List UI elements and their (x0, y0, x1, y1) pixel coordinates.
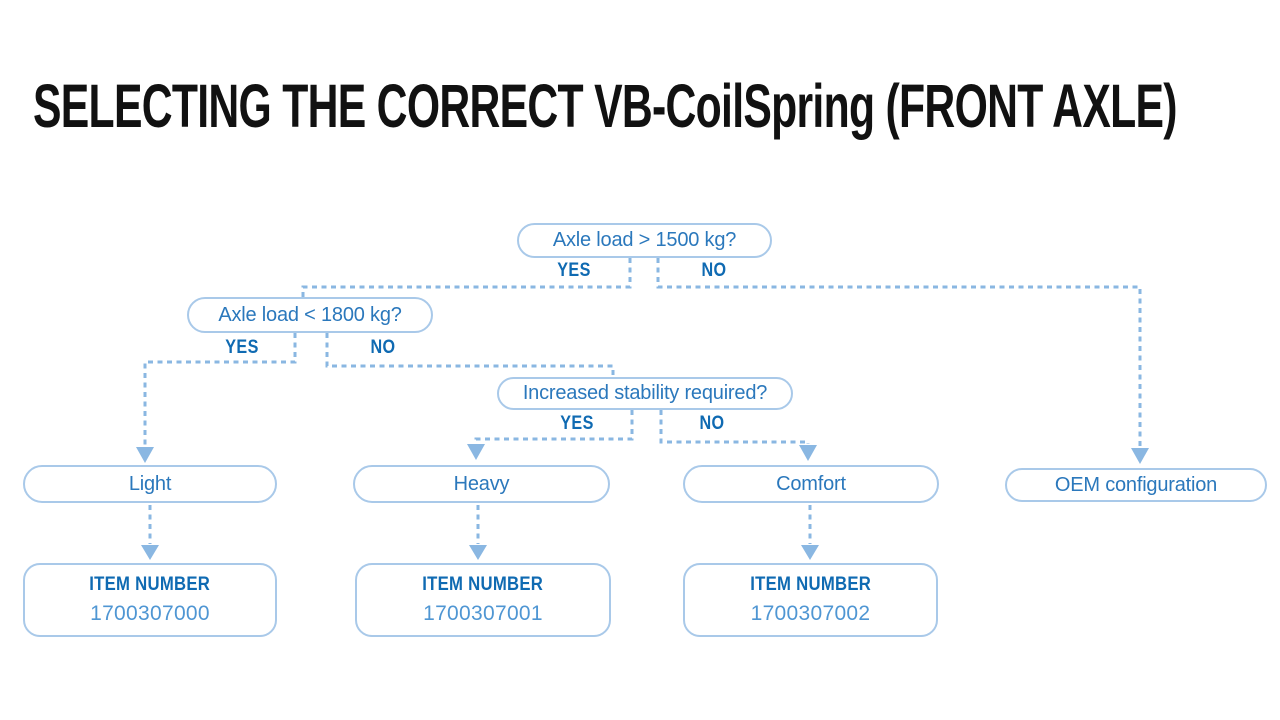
decision-axle-load-1800: Axle load < 1800 kg? (187, 297, 433, 333)
outcome-heavy: Heavy (353, 465, 610, 503)
arrow-down-icon (469, 545, 487, 560)
branch-label-yes: YES (560, 413, 594, 434)
item-number-card: ITEM NUMBER 1700307000 (23, 563, 277, 637)
connector-stability-no (659, 410, 810, 444)
item-number-value: 1700307000 (90, 602, 210, 625)
item-number-card: ITEM NUMBER 1700307002 (683, 563, 938, 637)
arrow-down-icon (801, 545, 819, 560)
arrow-down-icon (799, 445, 817, 461)
arrow-down-icon (141, 545, 159, 560)
item-number-heading: ITEM NUMBER (89, 574, 211, 595)
arrow-down-icon (136, 447, 154, 463)
item-number-heading: ITEM NUMBER (750, 574, 871, 595)
branch-label-no: NO (699, 413, 725, 434)
branch-label-no: NO (370, 337, 396, 358)
branch-label-yes: YES (225, 337, 259, 358)
page-title: SELECTING THE CORRECT VB-CoilSpring (FRO… (33, 72, 1177, 140)
branch-label-no: NO (701, 260, 727, 281)
connector-q1500-yes (301, 258, 632, 297)
connector-q1800-no (325, 333, 615, 377)
item-number-value: 1700307001 (423, 602, 543, 625)
decision-increased-stability: Increased stability required? (497, 377, 793, 410)
item-number-heading: ITEM NUMBER (422, 574, 544, 595)
connector-q1500-no (656, 258, 1142, 448)
branch-label-yes: YES (557, 260, 591, 281)
decision-axle-load-1500: Axle load > 1500 kg? (517, 223, 772, 258)
item-number-card: ITEM NUMBER 1700307001 (355, 563, 611, 637)
outcome-oem-configuration: OEM configuration (1005, 468, 1267, 502)
connector-stability-yes (474, 410, 634, 443)
arrow-down-icon (467, 444, 485, 460)
outcome-light: Light (23, 465, 277, 503)
connector-q1800-yes (143, 333, 297, 447)
item-number-value: 1700307002 (750, 602, 871, 625)
outcome-comfort: Comfort (683, 465, 939, 503)
arrow-down-icon (1131, 448, 1149, 464)
